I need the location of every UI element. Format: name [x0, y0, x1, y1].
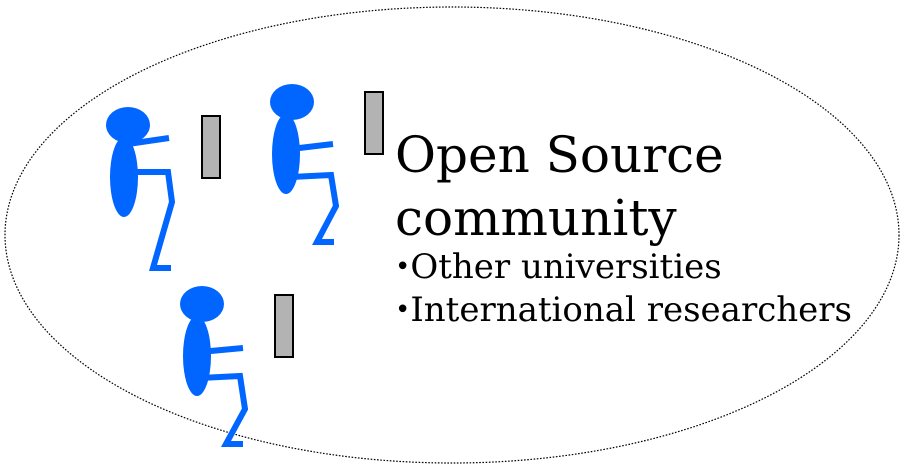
title-line-1: Open Source — [395, 126, 724, 184]
computer-tower-icon — [274, 294, 294, 358]
bullet-text: Other universities — [410, 247, 722, 287]
bullet-text: International researchers — [410, 290, 852, 330]
computer-tower-icon — [201, 115, 221, 179]
bullet-dot-icon: • — [395, 252, 411, 282]
title-line-2: community — [395, 189, 677, 247]
seated-person-icon — [180, 286, 249, 447]
seated-person-icon — [106, 107, 176, 271]
bullet-dot-icon: • — [395, 295, 411, 325]
bullet-item: •Other universities — [395, 250, 722, 284]
community-boundary-ellipse — [4, 6, 900, 464]
seated-person-icon — [270, 84, 340, 245]
computer-tower-icon — [364, 91, 384, 155]
bullet-item: •International researchers — [395, 293, 852, 327]
